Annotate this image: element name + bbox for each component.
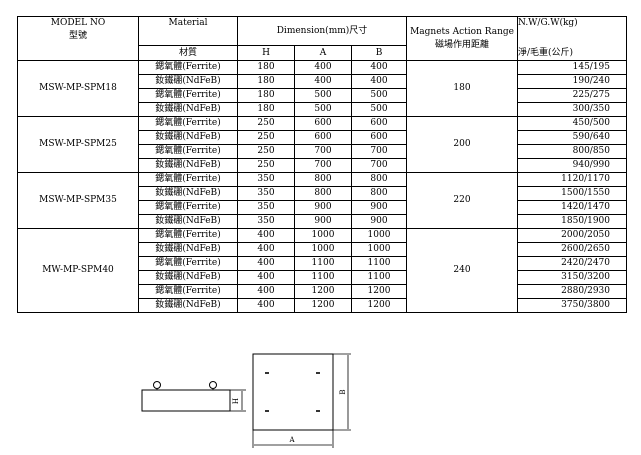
header-weight-en: N.W/G.W(kg) (518, 18, 578, 28)
header-range-zh: 磁場作用距離 (435, 39, 490, 50)
table-header: MODEL NO 型號 Material Dimension(mm)尺寸 Mag… (17, 16, 628, 61)
top-view: B A (252, 353, 351, 448)
h-label: H (232, 398, 240, 404)
b-cell: 1000 (350, 228, 408, 243)
h-cell: 400 (237, 298, 295, 313)
lifting-eye-right-icon (209, 381, 217, 389)
header-model: MODEL NO 型號 (17, 16, 139, 61)
b-label: B (339, 389, 347, 394)
header-range: Magnets Action Range 磁場作用距離 (406, 16, 519, 61)
spec-table: MODEL NO 型號 Material Dimension(mm)尺寸 Mag… (17, 16, 628, 313)
model-cell: MSW-MP-SPM25 (17, 116, 139, 173)
lifting-eye-left-icon (153, 381, 161, 389)
b-cell: 500 (350, 102, 408, 117)
model-cell: MSW-MP-SPM18 (17, 60, 139, 117)
side-view: H (141, 381, 246, 412)
top-view-body (252, 353, 334, 431)
side-view-body (141, 389, 231, 412)
model-cell: MW-MP-SPM40 (17, 228, 139, 313)
weight-cell: 3750/3800 (517, 298, 628, 313)
header-weight: N.W/G.W(kg) 淨/毛重(公斤) (517, 16, 628, 61)
header-dimension: Dimension(mm)尺寸 (236, 16, 408, 46)
header-range-en: Magnets Action Range (410, 26, 514, 37)
range-cell: 240 (406, 228, 519, 313)
b-cell: 1200 (350, 298, 408, 313)
range-cell: 220 (406, 172, 519, 229)
header-model-zh: 型號 (68, 31, 87, 41)
b-cell: 1100 (350, 256, 408, 271)
range-cell: 180 (406, 60, 519, 117)
header-weight-zh: 淨/毛重(公斤) (518, 48, 574, 58)
header-model-en: MODEL NO (50, 18, 106, 28)
weight-cell: 3150/3200 (517, 270, 628, 285)
a-label: A (288, 436, 295, 444)
